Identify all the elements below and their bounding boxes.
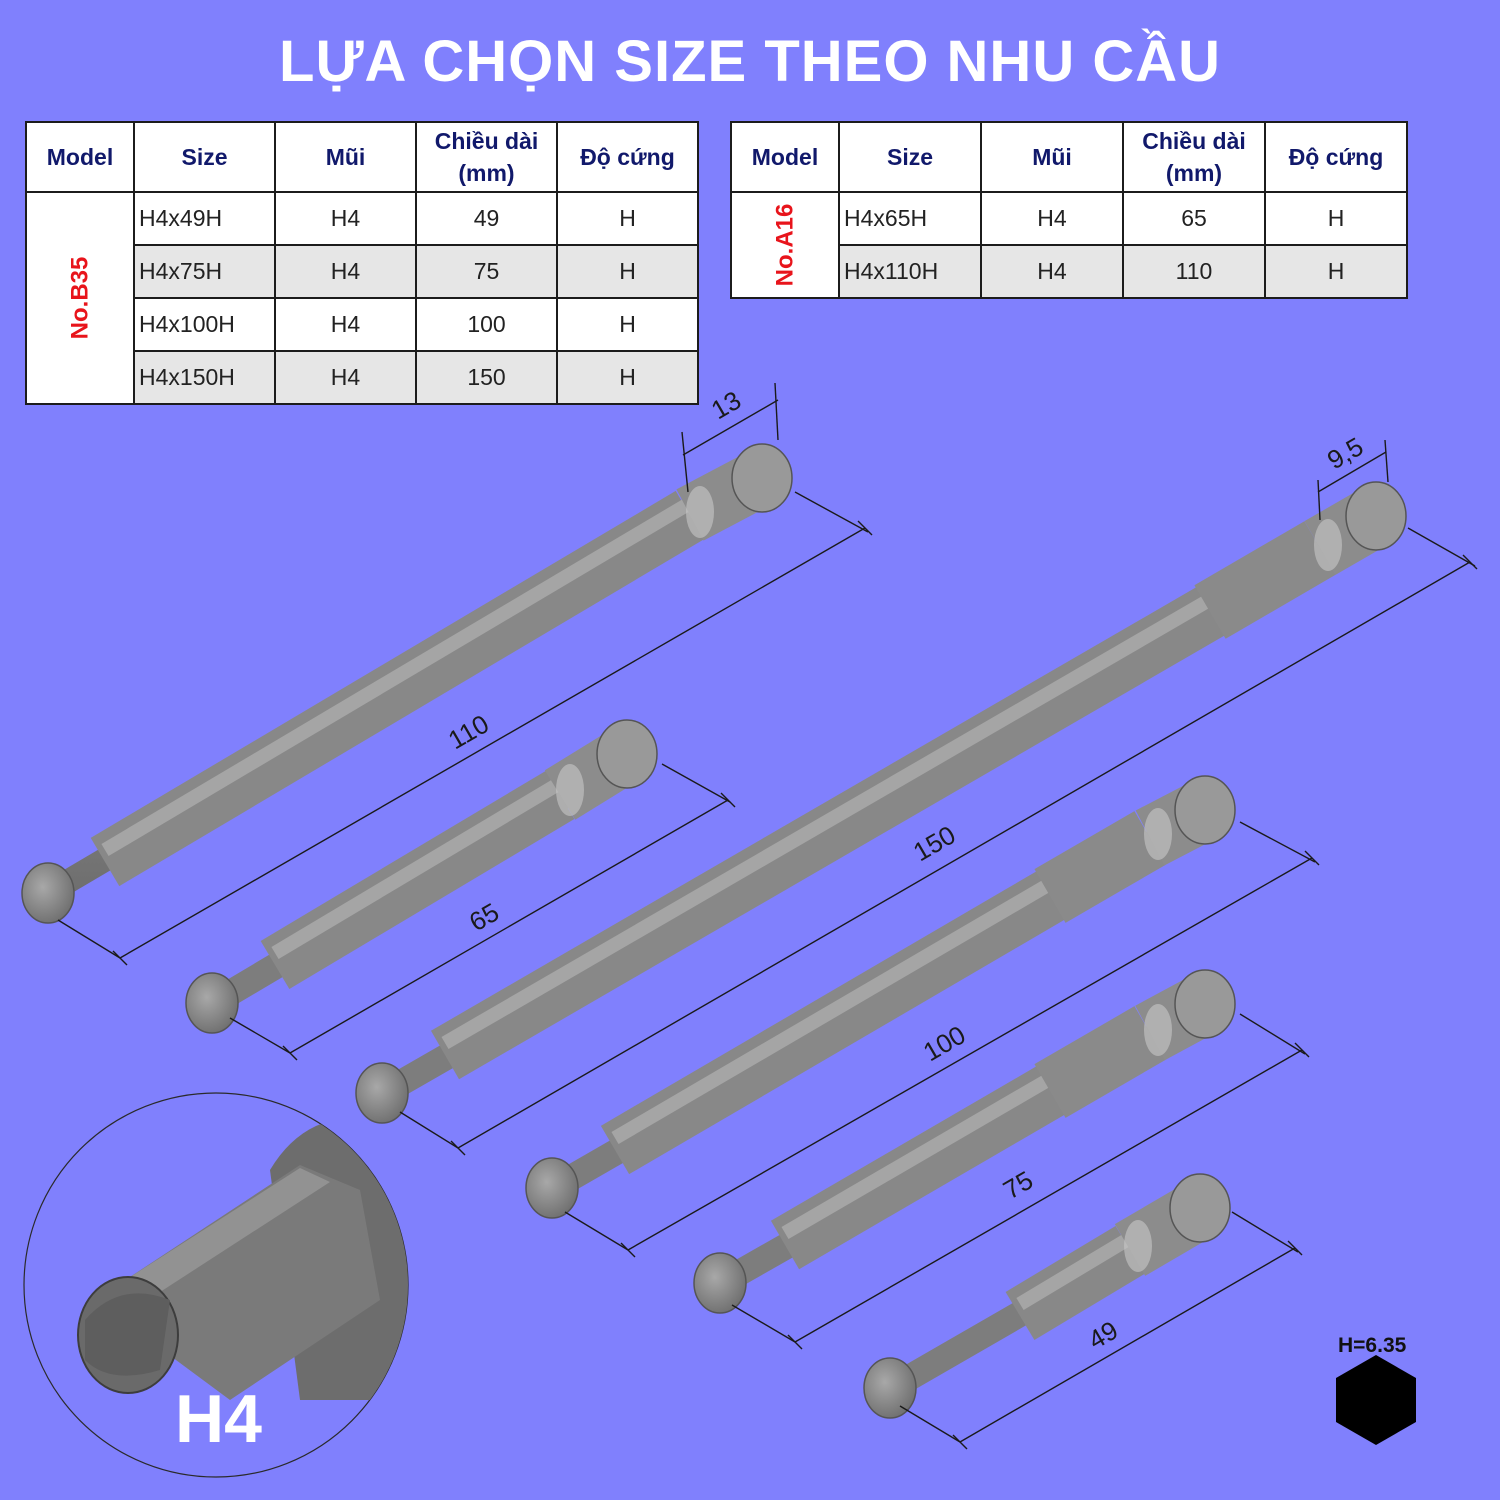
- header-length: Chiều dài(mm): [1122, 121, 1266, 193]
- dim-label-13: 13: [706, 385, 746, 425]
- cell-tip: H4: [274, 244, 417, 299]
- zoom-tip-label: H4: [175, 1381, 262, 1457]
- hex-size-label: H=6.35: [1338, 1334, 1407, 1357]
- cell-length: 65: [1122, 191, 1266, 246]
- cell-tip: H4: [980, 244, 1124, 299]
- cell-hardness: H: [556, 297, 699, 352]
- dim-label-75: 75: [998, 1165, 1038, 1205]
- cell-hardness: H: [556, 350, 699, 405]
- dim-label-65: 65: [464, 897, 504, 937]
- spec-table-b35: Model Size Mũi Chiều dài(mm) Độ cứng No.…: [25, 121, 699, 405]
- header-length: Chiều dài(mm): [415, 121, 558, 193]
- header-tip: Mũi: [274, 121, 417, 193]
- dim-label-110: 110: [443, 708, 494, 755]
- cell-length: 49: [415, 191, 558, 246]
- cell-size: H4x49H: [133, 191, 276, 246]
- bit-49: [863, 1173, 1231, 1419]
- cell-length: 100: [415, 297, 558, 352]
- bit-150: [355, 481, 1407, 1124]
- bit-65: [185, 719, 658, 1034]
- header-model: Model: [25, 121, 135, 193]
- model-cell: No.A16: [730, 191, 840, 299]
- page-title: LỰA CHỌN SIZE THEO NHU CẦU: [279, 29, 1221, 94]
- header-model: Model: [730, 121, 840, 193]
- cell-tip: H4: [980, 191, 1124, 246]
- dim-label-100: 100: [918, 1020, 971, 1068]
- cell-tip: H4: [274, 297, 417, 352]
- cell-length: 150: [415, 350, 558, 405]
- cell-size: H4x100H: [133, 297, 276, 352]
- bit-100: [525, 775, 1236, 1219]
- tip-zoom-view: [23, 1092, 409, 1478]
- dim-label-9-5: 9,5: [1322, 431, 1368, 475]
- cell-length: 75: [415, 244, 558, 299]
- cell-hardness: H: [556, 244, 699, 299]
- header-tip: Mũi: [980, 121, 1124, 193]
- cell-size: H4x110H: [838, 244, 982, 299]
- header-hardness: Độ cứng: [1264, 121, 1408, 193]
- dim-label-49: 49: [1083, 1315, 1123, 1355]
- cell-tip: H4: [274, 191, 417, 246]
- header-hardness: Độ cứng: [556, 121, 699, 193]
- bit-75: [693, 969, 1236, 1314]
- cell-size: H4x65H: [838, 191, 982, 246]
- cell-size: H4x150H: [133, 350, 276, 405]
- model-cell: No.B35: [25, 191, 135, 405]
- cell-size: H4x75H: [133, 244, 276, 299]
- header-size: Size: [838, 121, 982, 193]
- dimension-lines: [57, 382, 1478, 1450]
- bit-110: [21, 443, 793, 924]
- cell-length: 110: [1122, 244, 1266, 299]
- cell-hardness: H: [556, 191, 699, 246]
- header-size: Size: [133, 121, 276, 193]
- hexagon-icon: [1336, 1355, 1416, 1445]
- spec-table-a16: Model Size Mũi Chiều dài(mm) Độ cứng No.…: [730, 121, 1408, 299]
- dim-label-150: 150: [908, 820, 961, 868]
- cell-hardness: H: [1264, 244, 1408, 299]
- cell-tip: H4: [274, 350, 417, 405]
- cell-hardness: H: [1264, 191, 1408, 246]
